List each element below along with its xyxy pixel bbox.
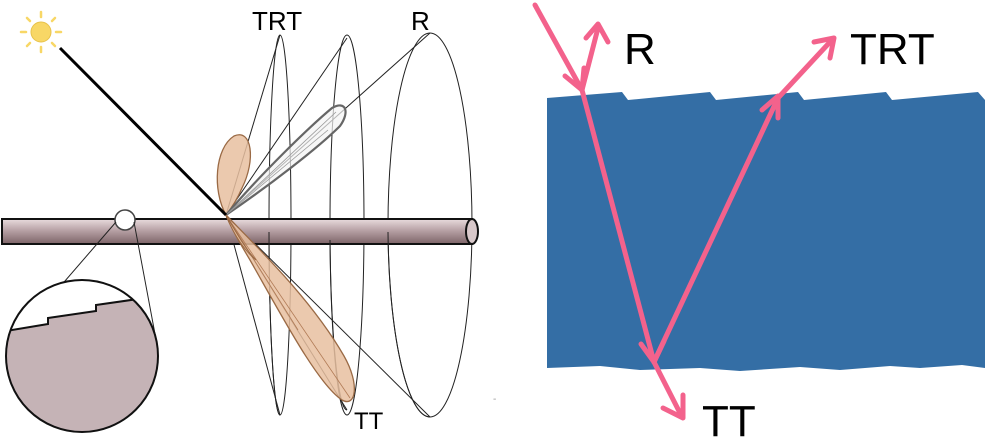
label-trt-right: TRT [850,25,935,74]
light-paths [532,2,833,418]
arrowheads [562,21,837,421]
incident-ray [58,46,228,217]
label-tt-left: TT [354,408,384,435]
stray-mark: - [493,394,496,405]
right-panel: R TRT TT [532,2,985,446]
hair-fiber-section [547,92,985,371]
label-tt-right: TT [702,397,756,446]
lobe-r [216,134,252,217]
scattering-lobes [216,104,356,403]
label-r-right: R [624,25,656,74]
label-trt-left: TRT [252,6,302,36]
lobe-trt [225,104,347,216]
magnifier [5,209,159,433]
left-panel: TRT R TT - [1,6,496,435]
lobe-tt [225,214,356,403]
sun-icon [19,10,63,54]
label-r-left: R [411,6,430,36]
